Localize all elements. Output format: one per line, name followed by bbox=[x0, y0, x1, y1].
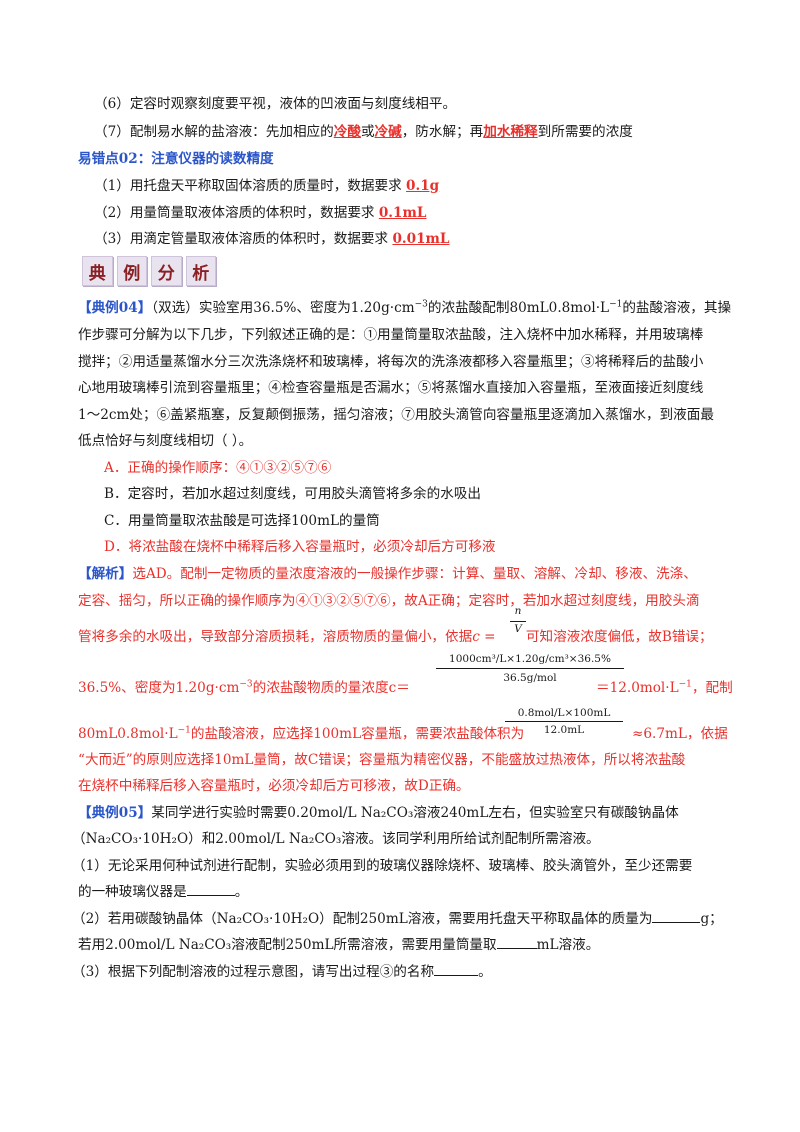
example-05-line-1: 【典例05】某同学进行实验时需要0.20mol/L Na₂CO₃溶液240mL左… bbox=[78, 803, 679, 823]
example-05-tag: 【典例05】 bbox=[78, 805, 152, 821]
banner-char-4: 析 bbox=[185, 256, 216, 286]
answer-blank-q2-mass[interactable] bbox=[652, 922, 701, 923]
fraction-1-numerator: 1000cm³/L×1.20g/cm³×36.5% bbox=[449, 653, 611, 665]
example-05-q1-line-1: （1）无论采用何种试剂进行配制，实验必须用到的玻璃仪器除烧杯、玻璃棒、胶头滴管外… bbox=[72, 858, 693, 874]
note-6: （6）定容时观察刻度要平视，液体的凹液面与刻度线相平。 bbox=[94, 96, 457, 112]
point-02-item-1: （1）用托盘天平称取固体溶质的质量时，数据要求 0.1g bbox=[94, 176, 439, 196]
example-04-option-c: C．用量筒量取浓盐酸是可选择100mL的量筒 bbox=[104, 513, 380, 529]
analysis-text-1: 选AD。配制一定物质的量浓度溶液的一般操作步骤：计算、量取、溶解、冷却、移液、洗… bbox=[132, 566, 697, 582]
example-04-option-d: D．将浓盐酸在烧杯中稀释后移入容量瓶时，必须冷却后方可移液 bbox=[104, 539, 496, 555]
example-04-text-1a: （双选）实验室用36.5%、密度为1.20g·cm bbox=[151, 300, 415, 316]
analysis-line-6: “大而近”的原则应选择10mL量筒，故C错误；容量瓶为精密仪器，不能盛放过热液体… bbox=[78, 752, 686, 768]
fraction-2-numerator: 0.8mol/L×100mL bbox=[517, 707, 611, 719]
example-04-sup-1: −3 bbox=[414, 299, 428, 310]
example-04-line-3: 搅拌；②用适量蒸馏水分三次洗涤烧杯和玻璃棒，将每次的洗涤液都移入容量瓶里；③将稀… bbox=[78, 354, 704, 370]
example-05-q3-text: （3）根据下列配制溶液的过程示意图，请写出过程③的名称 bbox=[72, 964, 435, 980]
example-05-q1-line-2: 的一种玻璃仪器是 。 bbox=[78, 882, 248, 902]
analysis-line-4-right: ＝12.0mol·L−1，配制 bbox=[596, 678, 733, 698]
formula-fraction-bar-3 bbox=[505, 721, 623, 722]
analysis-text-4d: ，配制 bbox=[691, 680, 733, 696]
note-7-text-a: （7）配制易水解的盐溶液：先加相应的 bbox=[94, 124, 334, 140]
example-04-sup-2: −1 bbox=[609, 299, 623, 310]
example-05-q2-text-b: g； bbox=[700, 911, 723, 927]
example-04-tag: 【典例04】 bbox=[78, 300, 152, 316]
example-04-line-5: 1～2cm处；⑥盖紧瓶塞，反复颠倒振荡，摇匀溶液；⑦用胶头滴管向容量瓶里逐滴加入… bbox=[78, 407, 714, 423]
example-05-text-1: 某同学进行实验时需要0.20mol/L Na₂CO₃溶液240mL左右，但实验室… bbox=[151, 805, 679, 821]
note-7-keyword-cold-acid: 冷酸 bbox=[333, 124, 361, 140]
example-05-q2-text-c: 若用2.00mol/L Na₂CO₃溶液配制250mL所需溶液，需要用量筒量取 bbox=[78, 937, 497, 953]
example-04-line-2: 作步骤可分解为以下几步，下列叙述正确的是：①用量筒量取浓盐酸，注入烧杯中加水稀释… bbox=[78, 327, 704, 343]
note-7-text-c: ，防水解；再 bbox=[401, 124, 484, 140]
point-02-item-2-text: （2）用量筒量取液体溶质的体积时，数据要求 bbox=[94, 205, 379, 221]
analysis-text-4a: 36.5%、密度为1.20g·cm bbox=[78, 680, 240, 696]
formula-fraction-bar-2 bbox=[436, 668, 624, 669]
answer-blank-q1[interactable] bbox=[186, 895, 235, 896]
note-7: （7）配制易水解的盐溶液：先加相应的冷酸或冷碱，防水解；再加水稀释到所需要的浓度 bbox=[94, 122, 633, 142]
example-04-option-a: A．正确的操作顺序：④①③②⑤⑦⑥ bbox=[104, 460, 332, 476]
note-7-keyword-dilute: 加水稀释 bbox=[483, 124, 538, 140]
banner-char-1: 典 bbox=[82, 256, 113, 286]
analysis-line-4: 36.5%、密度为1.20g·cm−3的浓盐酸物质的量浓度c＝ bbox=[78, 678, 410, 698]
example-analysis-banner: 典 例 分 析 bbox=[82, 256, 216, 286]
example-05-q2-text-a: （2）若用碳酸钠晶体（Na₂CO₃·10H₂O）配制250mL溶液，需要用托盘天… bbox=[72, 911, 653, 927]
example-05-q1-end: 。 bbox=[234, 884, 249, 900]
analysis-line-2: 定容、摇匀，所以正确的操作顺序为④①③②⑤⑦⑥，故A正确；定容时，若加水超过刻度… bbox=[78, 593, 700, 609]
analysis-line-5: 80mL0.8mol·L−1的盐酸溶液，应选择100mL容量瓶，需要浓盐酸体积为 bbox=[78, 724, 524, 744]
analysis-formula-c: c bbox=[472, 629, 480, 645]
example-05-q2-line-2: 若用2.00mol/L Na₂CO₃溶液配制250mL所需溶液，需要用量筒量取 m… bbox=[78, 935, 599, 955]
analysis-sup-4a: −3 bbox=[239, 679, 253, 690]
fraction-2-denominator: 12.0mL bbox=[543, 724, 585, 736]
analysis-formula-eq: = bbox=[479, 629, 500, 645]
answer-blank-q2-volume[interactable] bbox=[496, 948, 537, 949]
analysis-line-3: 管将多余的水吸出，导致部分溶质损耗，溶质物质的量偏小，依据c = 可知溶液浓度偏… bbox=[78, 627, 713, 647]
formula-v: V bbox=[514, 623, 522, 635]
analysis-text-3b: 可知溶液浓度偏低，故B错误； bbox=[525, 629, 713, 645]
example-05-q3-end: 。 bbox=[478, 964, 492, 980]
note-7-keyword-cold-base: 冷碱 bbox=[374, 124, 402, 140]
answer-blank-q3[interactable] bbox=[434, 975, 479, 976]
point-02-heading: 易错点02：注意仪器的读数精度 bbox=[78, 151, 274, 167]
point-02-item-3-answer: 0.01mL bbox=[392, 231, 450, 247]
example-05-q1-text: 的一种玻璃仪器是 bbox=[78, 884, 187, 900]
analysis-sup-5: −1 bbox=[177, 725, 191, 736]
formula-n: n bbox=[514, 605, 522, 617]
analysis-text-5b: 的盐酸溶液，应选择100mL容量瓶，需要浓盐酸体积为 bbox=[190, 726, 525, 742]
example-04-line-6: 低点恰好与刻度线相切（ ）。 bbox=[78, 433, 253, 449]
banner-char-3: 分 bbox=[151, 256, 182, 286]
example-04-text-1b: 的浓盐酸配制80mL0.8mol·L bbox=[427, 300, 610, 316]
banner-char-2: 例 bbox=[116, 256, 147, 286]
example-04-text-1c: 的盐酸溶液，其操 bbox=[622, 300, 732, 316]
analysis-line-1: 【解析】选AD。配制一定物质的量浓度溶液的一般操作步骤：计算、量取、溶解、冷却、… bbox=[78, 564, 697, 584]
analysis-line-5-right: ≈6.7mL，依据 bbox=[632, 726, 728, 742]
note-7-text-d: 到所需要的浓度 bbox=[537, 124, 633, 140]
example-04-option-b: B．定容时，若加水超过刻度线，可用胶头滴管将多余的水吸出 bbox=[104, 486, 482, 502]
example-05-line-2: （Na₂CO₃·10H₂O）和2.00mol/L Na₂CO₃溶液。该同学利用所… bbox=[72, 831, 600, 847]
analysis-line-7: 在烧杯中稀释后移入容量瓶时，必须冷却后方可移液，故D正确。 bbox=[78, 778, 470, 794]
point-02-item-3: （3）用滴定管量取液体溶质的体积时，数据要求 0.01mL bbox=[94, 229, 450, 249]
analysis-text-4b: 的浓盐酸物质的量浓度c＝ bbox=[252, 680, 410, 696]
example-05-q2-line-1: （2）若用碳酸钠晶体（Na₂CO₃·10H₂O）配制250mL溶液，需要用托盘天… bbox=[72, 909, 723, 929]
analysis-sup-4b: −1 bbox=[678, 679, 692, 690]
point-02-item-3-text: （3）用滴定管量取液体溶质的体积时，数据要求 bbox=[94, 231, 393, 247]
note-7-text-b: 或 bbox=[360, 124, 375, 140]
point-02-item-1-text: （1）用托盘天平称取固体溶质的质量时，数据要求 bbox=[94, 178, 407, 194]
formula-fraction-bar-1 bbox=[510, 621, 526, 622]
example-04-line-1: 【典例04】（双选）实验室用36.5%、密度为1.20g·cm−3的浓盐酸配制8… bbox=[78, 298, 731, 318]
example-05-q3-line: （3）根据下列配制溶液的过程示意图，请写出过程③的名称 。 bbox=[72, 962, 492, 982]
point-02-item-2: （2）用量筒量取液体溶质的体积时，数据要求 0.1mL bbox=[94, 203, 426, 223]
analysis-text-3a: 管将多余的水吸出，导致部分溶质损耗，溶质物质的量偏小，依据 bbox=[78, 629, 473, 645]
point-02-item-1-answer: 0.1g bbox=[406, 178, 440, 194]
analysis-text-4c: ＝12.0mol·L bbox=[596, 680, 679, 696]
point-02-item-2-answer: 0.1mL bbox=[378, 205, 427, 221]
fraction-1-denominator: 36.5g/mol bbox=[503, 672, 557, 684]
analysis-tag: 【解析】 bbox=[78, 566, 133, 582]
analysis-text-5a: 80mL0.8mol·L bbox=[78, 726, 178, 742]
example-04-line-4: 心地用玻璃棒引流到容量瓶里；④检查容量瓶是否漏水；⑤将蒸馏水直接加入容量瓶，至液… bbox=[78, 380, 704, 396]
example-05-q2-text-d: mL溶液。 bbox=[536, 937, 600, 953]
